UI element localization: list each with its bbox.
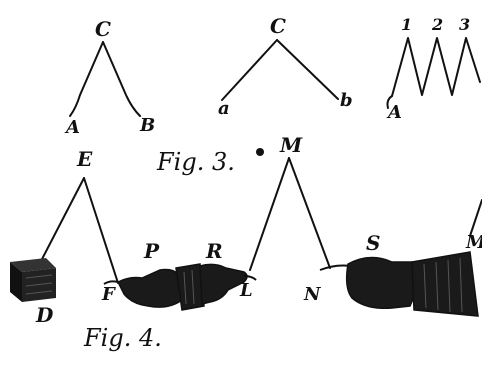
fig3-triangle-small-ab: C a b — [218, 14, 353, 119]
label-c-left: C — [95, 17, 111, 41]
point-dot — [256, 148, 264, 156]
label-r: R — [205, 239, 223, 263]
label-edge-m: M — [465, 232, 482, 253]
label-a-small: a — [218, 98, 230, 119]
fig4-left-triangle: E — [39, 147, 119, 284]
label-b-left: B — [139, 115, 155, 136]
hands-pair-pr: P R — [103, 239, 257, 311]
weight-cube-d — [10, 258, 56, 302]
fig4-right-triangle: M L N — [239, 133, 331, 305]
label-peak-3: 3 — [459, 15, 470, 34]
label-p: P — [143, 239, 160, 263]
caption-fig-3: Fig. 3. — [156, 148, 235, 176]
edge-line — [469, 199, 482, 237]
label-b-small: b — [340, 90, 353, 111]
label-n: N — [303, 284, 322, 305]
label-d: D — [35, 303, 54, 327]
label-m: M — [279, 133, 303, 157]
label-f: F — [101, 284, 116, 305]
label-a-left: A — [64, 117, 80, 138]
label-s: S — [366, 231, 380, 255]
label-e: E — [76, 147, 93, 171]
label-l: L — [239, 280, 253, 301]
label-peak-2: 2 — [431, 15, 443, 34]
label-c-middle: C — [270, 14, 286, 38]
label-a-zigzag: A — [386, 102, 402, 123]
label-peak-1: 1 — [401, 15, 412, 34]
caption-fig-4: Fig. 4. — [83, 324, 162, 352]
fig3-zigzag: 1 2 3 A — [386, 15, 481, 123]
fig3-triangle-cab: C A B — [64, 17, 155, 138]
hand-s-with-sleeve: S — [319, 231, 479, 317]
